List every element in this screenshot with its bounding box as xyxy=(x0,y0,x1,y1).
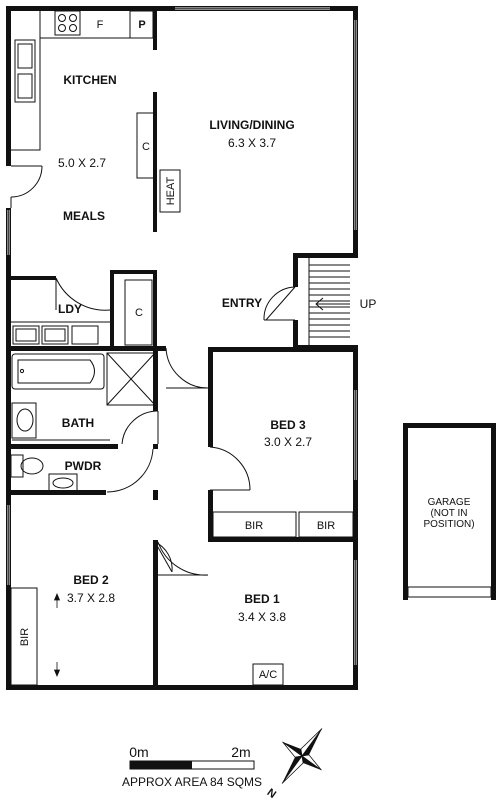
bed2-label: BED 2 xyxy=(73,573,109,587)
garage-label-2: (NOT IN xyxy=(430,508,467,519)
laundry-fixtures xyxy=(11,279,153,346)
stairs xyxy=(308,258,350,345)
bed2-bir-label: BIR xyxy=(19,628,31,646)
area-label: APPROX AREA 84 SQMS xyxy=(122,775,262,789)
garage-label-1: GARAGE xyxy=(428,497,471,508)
living-dims: 6.3 X 3.7 xyxy=(228,136,276,150)
ac-unit xyxy=(252,663,284,686)
powder-label: PWDR xyxy=(65,459,102,473)
bed3-bir-right-label: BIR xyxy=(317,520,335,532)
ac-label: A/C xyxy=(259,669,277,681)
kitchen-fixtures xyxy=(11,10,154,151)
entry-label: ENTRY xyxy=(222,296,262,310)
laundry-label: LDY xyxy=(58,302,82,316)
laundry-cupboard-label: C xyxy=(135,307,143,319)
pantry-label: P xyxy=(138,19,145,31)
bed1-dims: 3.4 X 3.8 xyxy=(238,610,286,624)
scale-end-label: 2m xyxy=(231,744,250,760)
bed1-label: BED 1 xyxy=(244,592,280,606)
fridge-label: F xyxy=(97,19,104,31)
windows xyxy=(7,7,357,665)
meals-dims: 5.0 X 2.7 xyxy=(58,156,106,170)
compass-north-label: N xyxy=(265,787,279,800)
living-label: LIVING/DINING xyxy=(209,118,294,132)
scale-bar xyxy=(129,760,255,770)
scale-start-label: 0m xyxy=(129,744,148,760)
garage-label-3: POSITION) xyxy=(423,519,474,530)
kitchen-cupboard xyxy=(136,112,156,179)
bath-fixtures xyxy=(10,352,156,492)
bath-label: BATH xyxy=(62,416,94,430)
internal-walls xyxy=(6,6,358,690)
compass-icon xyxy=(281,728,323,784)
garage xyxy=(403,423,496,600)
bed2-dims: 3.7 X 2.8 xyxy=(67,591,115,605)
heater-box xyxy=(159,169,181,213)
heater-label: HEAT xyxy=(165,176,177,205)
stair-up-label: UP xyxy=(360,297,377,311)
meals-label: MEALS xyxy=(63,209,105,223)
bed2-arrows xyxy=(53,592,61,678)
bed3-label: BED 3 xyxy=(270,418,306,432)
doors xyxy=(10,165,296,576)
built-in-robes xyxy=(10,511,354,686)
bed3-dims: 3.0 X 2.7 xyxy=(264,435,312,449)
kitchen-label: KITCHEN xyxy=(63,73,116,87)
cupboard-label: C xyxy=(142,141,150,153)
bed3-bir-left-label: BIR xyxy=(245,520,263,532)
